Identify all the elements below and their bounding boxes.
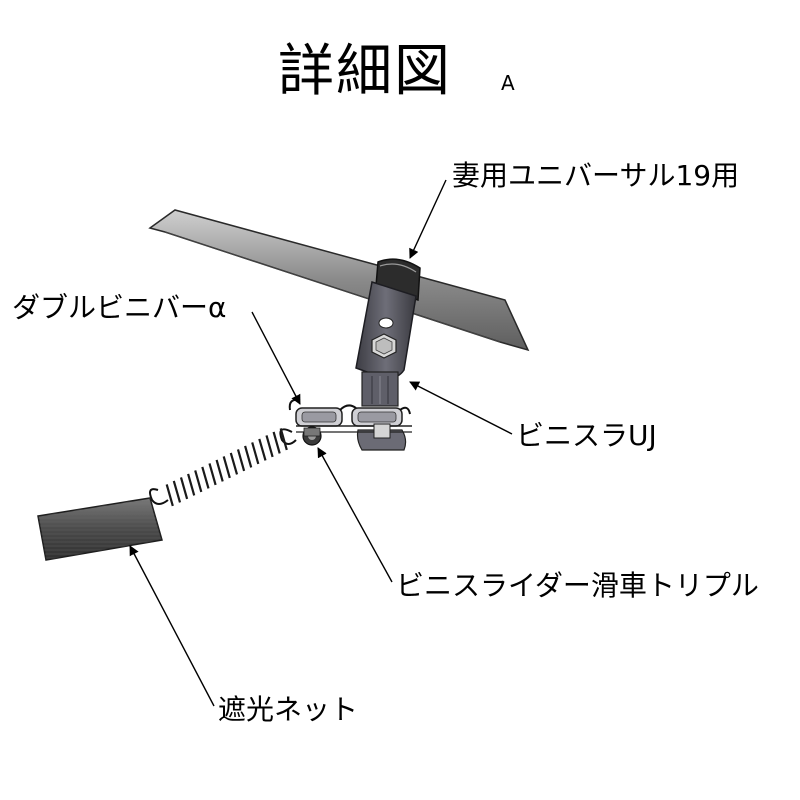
leader-lines	[129, 179, 513, 707]
spring-coil	[272, 431, 281, 454]
spring-coil	[187, 473, 196, 496]
label-purlin-clamp: 妻用ユニバーサル19用	[452, 159, 740, 192]
diagram-title: 詳細図	[278, 39, 452, 104]
shade-net	[37, 497, 163, 561]
tension-spring	[149, 428, 297, 507]
spring-coil	[265, 435, 274, 458]
label-double-bar: ダブルビニバーα	[12, 291, 227, 324]
diagram-title-suffix: A	[501, 71, 515, 95]
spring-coil	[194, 470, 203, 493]
spring-coil	[251, 442, 260, 465]
spring-coil	[236, 449, 246, 472]
spring-coil	[208, 463, 217, 486]
clamp-bracket	[355, 281, 417, 379]
spring-coil	[201, 466, 210, 489]
label-slider-uj: ビニスラUJ	[516, 419, 657, 452]
spring-coil	[244, 445, 253, 468]
spring-coil	[229, 452, 239, 475]
spring-coil	[165, 484, 174, 507]
spring-coil	[222, 456, 231, 479]
label-shade-net: 遮光ネット	[218, 693, 359, 726]
spring-coil	[172, 480, 182, 503]
rider-pulley	[302, 426, 322, 446]
spring-coil	[215, 459, 224, 482]
slider-uj	[356, 371, 407, 451]
pipe	[148, 209, 530, 352]
label-rider-pulley: ビニスライダー滑車トリプル	[396, 569, 759, 602]
spring-coil	[279, 428, 288, 451]
spring-coil	[179, 477, 189, 500]
spring-coil	[258, 438, 267, 461]
